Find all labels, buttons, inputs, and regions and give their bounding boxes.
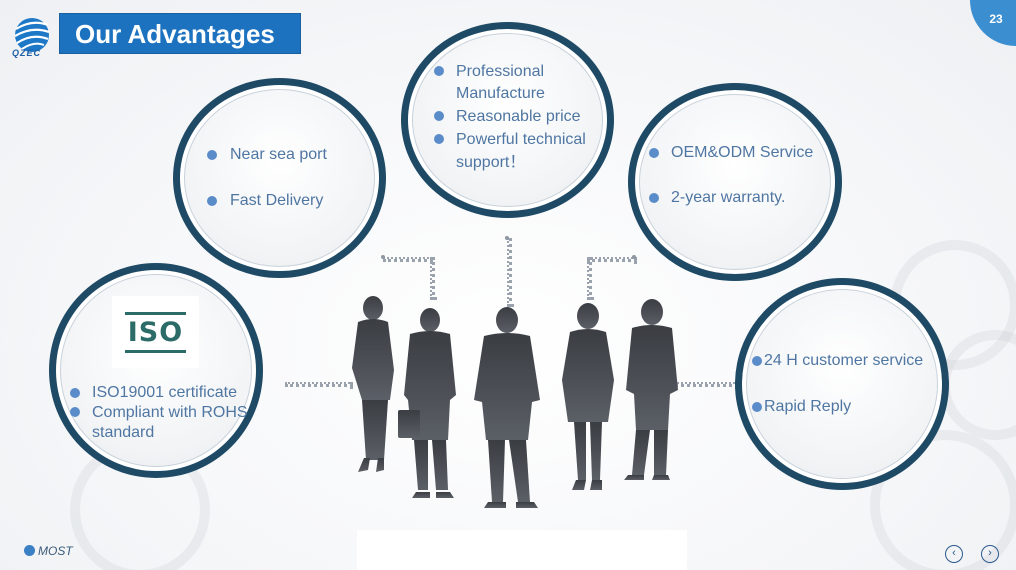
bullet-icon bbox=[434, 66, 444, 76]
bullet-icon bbox=[649, 193, 659, 203]
bullet-icon bbox=[207, 150, 217, 160]
connector-dot bbox=[505, 236, 509, 240]
bullet-icon bbox=[207, 196, 217, 206]
bullet-icon bbox=[752, 402, 762, 412]
bullet-icon bbox=[70, 407, 80, 417]
advantage-text: support！ bbox=[456, 154, 526, 171]
bullet-icon bbox=[752, 356, 762, 366]
advantage-text: Manufacture bbox=[456, 85, 545, 102]
page-title: Our Advantages bbox=[59, 13, 301, 54]
advantage-circle-top bbox=[401, 22, 614, 218]
logo-text: QZEC bbox=[12, 48, 42, 58]
connector-line bbox=[285, 382, 353, 387]
advantage-text: ISO19001 certificate bbox=[92, 384, 237, 401]
qzec-logo-icon bbox=[14, 18, 50, 52]
iso-logo-text: ISO bbox=[124, 311, 187, 353]
iso-badge: ISO bbox=[112, 296, 199, 368]
connector-line bbox=[587, 257, 592, 300]
bullet-icon bbox=[434, 111, 444, 121]
bullet-icon bbox=[70, 388, 80, 398]
advantage-text: Fast Delivery bbox=[230, 192, 324, 209]
advantage-text: Compliant with ROHS bbox=[92, 404, 248, 421]
connector-line bbox=[430, 257, 435, 300]
footer-brand: MOST bbox=[24, 544, 73, 558]
circle-inner bbox=[184, 89, 375, 267]
person-silhouette bbox=[352, 296, 394, 472]
person-silhouette bbox=[398, 308, 456, 498]
connector-line bbox=[383, 257, 433, 262]
advantage-text: 2-year warranty. bbox=[671, 189, 786, 206]
circle-inner bbox=[412, 33, 603, 207]
white-panel bbox=[357, 530, 687, 570]
background-ring bbox=[870, 430, 1016, 570]
advantage-circle-upper-left bbox=[173, 78, 386, 278]
advantage-circle-upper-right bbox=[628, 83, 842, 281]
circle-inner bbox=[639, 94, 831, 270]
chevron-left-icon[interactable]: ‹ bbox=[945, 545, 963, 563]
connector-line bbox=[507, 238, 512, 307]
advantage-text: 24 H customer service bbox=[764, 352, 924, 369]
advantage-text: OEM&ODM Service bbox=[671, 144, 814, 161]
bullet-icon bbox=[434, 134, 444, 144]
advantage-text: Powerful technical bbox=[456, 131, 586, 148]
page-number: 23 bbox=[970, 0, 1016, 46]
circle-inner bbox=[746, 289, 938, 479]
connector-dot bbox=[632, 255, 636, 259]
advantage-text: standard bbox=[92, 424, 155, 441]
footer-brand-text: MOST bbox=[38, 544, 73, 558]
business-people-silhouettes bbox=[352, 296, 678, 508]
person-silhouette bbox=[624, 299, 678, 480]
chevron-right-icon[interactable]: › bbox=[981, 545, 999, 563]
bullet-icon bbox=[649, 148, 659, 158]
connector-dot bbox=[381, 255, 385, 259]
advantage-text: Rapid Reply bbox=[764, 398, 852, 415]
person-silhouette bbox=[562, 303, 614, 490]
person-silhouette bbox=[474, 307, 540, 508]
advantage-circle-lower-right bbox=[735, 278, 949, 490]
connector-line bbox=[587, 257, 637, 262]
advantage-text: Professional bbox=[456, 63, 545, 80]
footer-brand-icon bbox=[24, 545, 35, 556]
advantage-text: Near sea port bbox=[230, 146, 327, 163]
advantage-text: Reasonable price bbox=[456, 108, 581, 125]
